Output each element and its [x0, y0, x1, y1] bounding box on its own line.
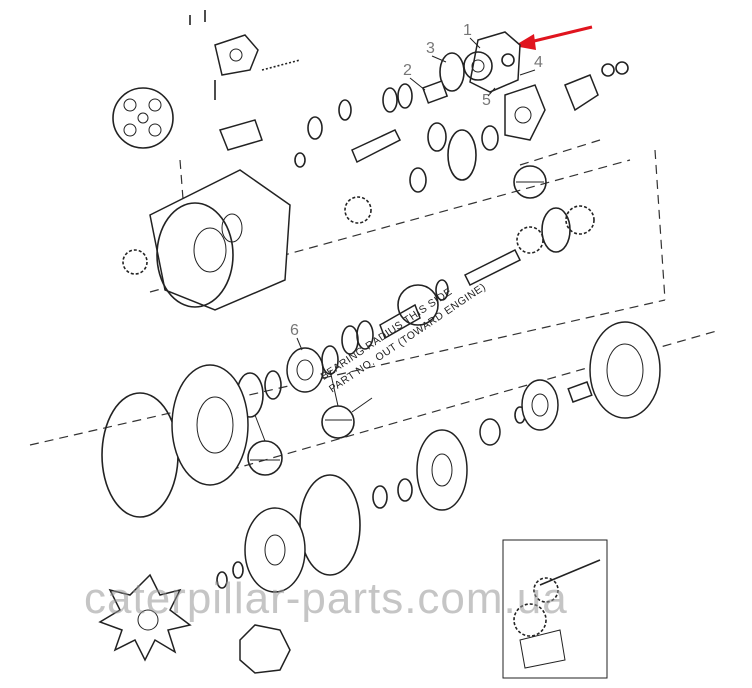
- clutch-hub-part-6: [286, 345, 339, 393]
- red-arrow-icon: [514, 25, 593, 50]
- transmission-housing: [149, 169, 291, 311]
- flex-plate: [98, 573, 291, 674]
- adapter-housing: [504, 61, 629, 141]
- callout-5: 5: [482, 92, 491, 109]
- gasket-part-3: [439, 52, 465, 92]
- callout-2: 2: [403, 62, 412, 79]
- seal-rings: [216, 83, 571, 589]
- inset-detail-box: [502, 539, 608, 679]
- large-o-ring: [101, 392, 179, 518]
- callout-3: 3: [426, 40, 435, 57]
- output-flange: [397, 284, 439, 326]
- o-ring: [299, 474, 361, 576]
- shafts: [351, 129, 522, 340]
- callout-6: 6: [290, 322, 299, 339]
- cover-disc: [112, 87, 174, 149]
- bearing-detail-views: [247, 165, 547, 476]
- sleeve-part-2: [421, 80, 449, 104]
- callout-1: 1: [463, 22, 472, 39]
- torque-converter-parts: [171, 321, 661, 593]
- callout-4: 4: [534, 54, 543, 71]
- valve-assembly: [189, 10, 301, 151]
- dashed-guide-lines: [29, 139, 721, 471]
- callout-leaders: [296, 37, 536, 413]
- watermark: caterpillar-parts.com.ua: [84, 574, 568, 623]
